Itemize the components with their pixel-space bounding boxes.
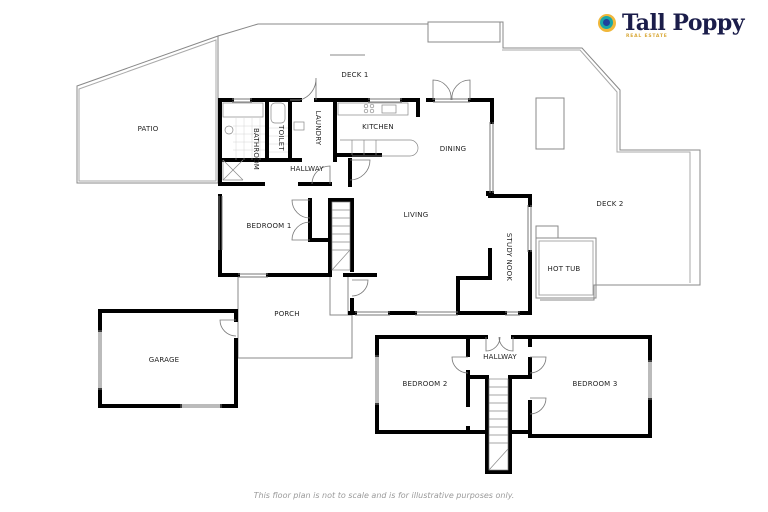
poppy-logo-icon [598,14,616,32]
room-label-bathroom: BATHROOM [252,127,260,171]
room-label-bedroom3: BEDROOM 3 [572,380,618,388]
room-label-dining: DINING [439,145,467,153]
brand-tagline: REAL ESTATE [626,34,668,39]
room-label-deck2: DECK 2 [596,200,624,208]
brand-name: Tall Poppy [622,10,745,36]
room-label-study-nook: STUDY NOOK [505,232,513,282]
room-label-bedroom1: BEDROOM 1 [246,222,292,230]
room-label-hallway-upper: HALLWAY [483,353,517,361]
room-label-bedroom2: BEDROOM 2 [402,380,448,388]
room-label-laundry: LAUNDRY [314,110,322,146]
room-label-porch: PORCH [274,310,300,318]
brand-logo: Tall Poppy REAL ESTATE [598,10,745,39]
room-label-living: LIVING [403,211,429,219]
disclaimer-text: This floor plan is not to scale and is f… [253,491,515,500]
room-label-toilet: TOILET [277,125,285,151]
room-label-deck1: DECK 1 [341,71,369,79]
patio-outline [76,35,219,184]
room-label-garage: GARAGE [148,356,180,364]
room-label-hot-tub: HOT TUB [547,265,581,273]
room-label-hallway-main: HALLWAY [290,165,324,173]
room-label-kitchen: KITCHEN [362,123,394,131]
room-label-patio: PATIO [137,125,159,133]
